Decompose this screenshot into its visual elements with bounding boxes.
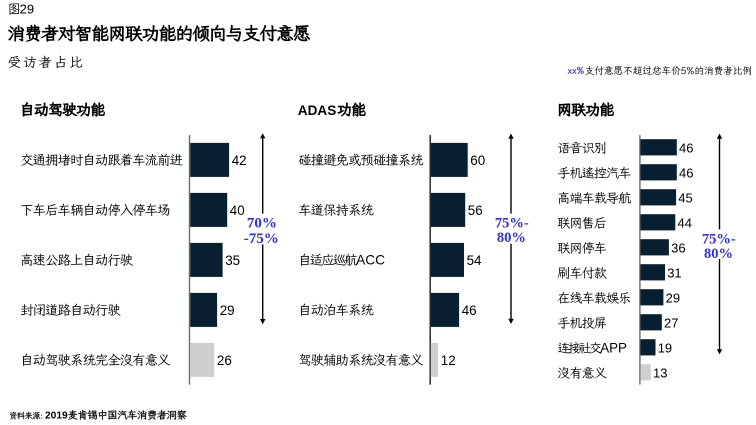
svg-text:54: 54 — [467, 253, 482, 268]
svg-text:40: 40 — [230, 203, 245, 218]
svg-text:46: 46 — [679, 140, 693, 155]
svg-text:75%-: 75%- — [702, 231, 736, 247]
svg-text:46: 46 — [679, 165, 693, 180]
svg-text:ACC: ACC — [356, 253, 385, 268]
svg-text:44: 44 — [678, 215, 692, 230]
svg-text:12: 12 — [441, 353, 456, 368]
svg-text:45: 45 — [678, 190, 692, 205]
svg-text:36: 36 — [671, 240, 685, 255]
svg-text:19: 19 — [658, 340, 672, 355]
svg-text:-75%: -75% — [244, 231, 279, 247]
svg-text:46: 46 — [462, 303, 477, 318]
svg-text:29: 29 — [20, 2, 34, 17]
svg-text:29: 29 — [666, 290, 680, 305]
svg-text:26: 26 — [217, 353, 232, 368]
svg-text:2019: 2019 — [45, 411, 68, 422]
svg-text:31: 31 — [667, 265, 681, 280]
svg-text:APP: APP — [600, 341, 627, 356]
svg-text:60: 60 — [470, 153, 485, 168]
svg-text:70%: 70% — [247, 216, 277, 232]
svg-text:42: 42 — [232, 153, 247, 168]
svg-text:29: 29 — [220, 303, 235, 318]
svg-text:27: 27 — [664, 315, 678, 330]
svg-text:13: 13 — [653, 365, 667, 380]
svg-text:80%: 80% — [704, 246, 733, 262]
svg-text:56: 56 — [468, 203, 483, 218]
svg-text:35: 35 — [225, 253, 240, 268]
svg-text:75%-: 75%- — [495, 216, 529, 232]
svg-text:ADAS: ADAS — [298, 103, 337, 118]
svg-text:80%: 80% — [497, 230, 526, 246]
